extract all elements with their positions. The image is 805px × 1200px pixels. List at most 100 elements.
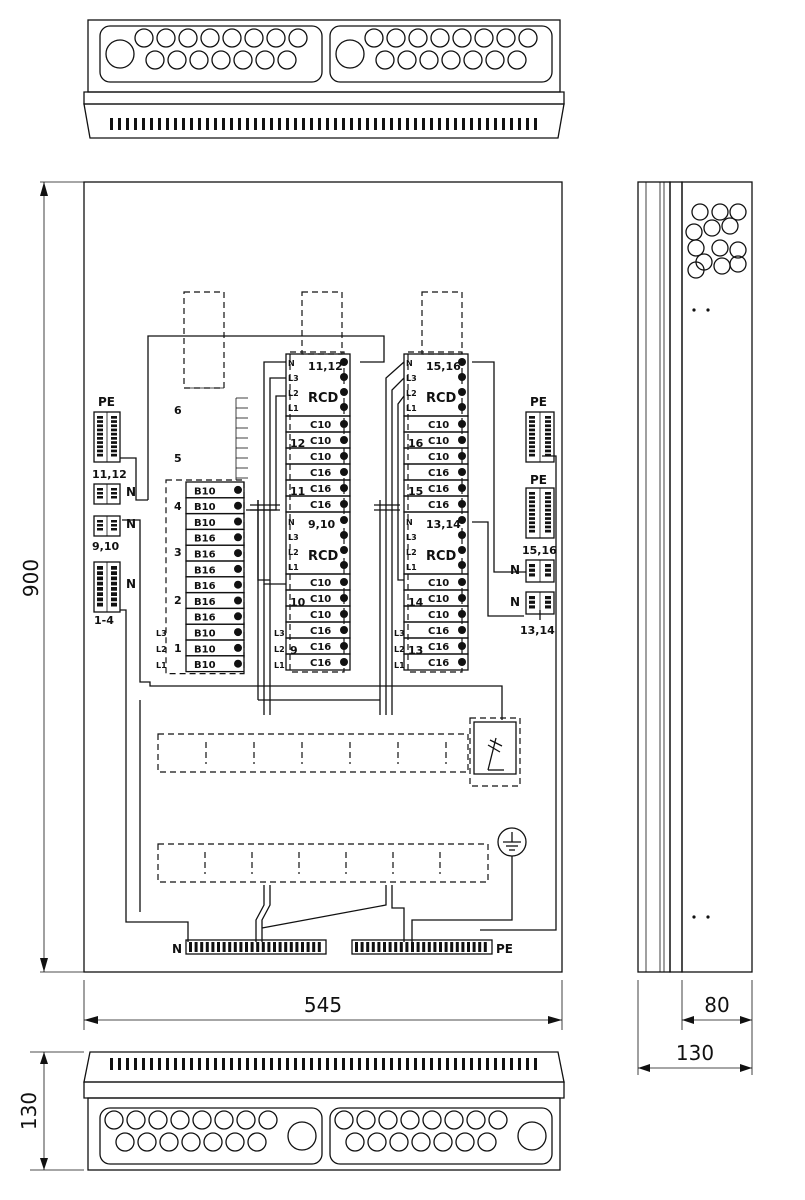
breaker-rating: B16 <box>194 581 216 592</box>
right-pe-label-1: PE <box>530 395 547 409</box>
vent-slot <box>262 118 265 130</box>
breaker-rating: C16 <box>428 626 449 637</box>
vent-slot <box>190 1058 193 1070</box>
vent-slot <box>470 118 473 130</box>
entry-hole <box>367 1132 387 1152</box>
side-entry-hole <box>729 241 747 259</box>
vent-slot <box>382 1058 385 1070</box>
breaker-rating: B10 <box>194 502 216 513</box>
breaker-rating: C10 <box>428 610 449 621</box>
vent-slot <box>334 118 337 130</box>
entry-hole <box>444 1110 464 1130</box>
entry-hole <box>441 50 461 70</box>
side-entry-hole <box>729 255 747 273</box>
earth-ground-icon <box>497 827 527 857</box>
side-entry-hole <box>711 239 729 257</box>
width-value: 545 <box>304 993 342 1017</box>
breaker-column-3: 15,16RCDC10C10C10C16C16C1613,14RCDC10C10… <box>403 351 469 673</box>
large-entry-hole <box>287 1121 317 1151</box>
entry-hole <box>364 28 384 48</box>
phase-label: L1 <box>406 404 417 413</box>
earth-busbar: PE <box>351 939 513 956</box>
breaker-rating: B10 <box>194 629 216 640</box>
vent-slot <box>126 118 129 130</box>
entry-hole <box>496 28 516 48</box>
bottom-gland-plate <box>87 1097 561 1171</box>
phase-labels: NL3L2L1NL3L2L1NL3L2L1NL3L2L1L3L2L1L3L2L1… <box>156 359 417 670</box>
vent-slot <box>254 1058 257 1070</box>
earth-bar-label: PE <box>496 942 513 956</box>
breaker-rating: C16 <box>310 658 331 669</box>
entry-hole <box>156 28 176 48</box>
vent-slot <box>142 118 145 130</box>
phase-label: L2 <box>274 645 285 654</box>
vent-slot <box>350 1058 353 1070</box>
circuit-number: 1 <box>174 642 182 655</box>
vent-slot <box>342 1058 345 1070</box>
breaker-rating: C16 <box>310 642 331 653</box>
entry-hole <box>397 50 417 70</box>
vent-slot <box>230 1058 233 1070</box>
vent-slot <box>302 1058 305 1070</box>
vent-slot <box>270 118 273 130</box>
vent-slot <box>326 118 329 130</box>
rcd-label: RCD <box>308 391 339 406</box>
vent-slot <box>158 1058 161 1070</box>
vent-slot <box>366 118 369 130</box>
entry-hole <box>408 28 428 48</box>
breaker-rating: C16 <box>310 626 331 637</box>
vent-slot <box>286 1058 289 1070</box>
phase-label: L1 <box>288 404 299 413</box>
vent-slot <box>158 118 161 130</box>
vent-slot <box>174 118 177 130</box>
entry-hole <box>211 50 231 70</box>
vent-slot <box>470 1058 473 1070</box>
entry-hole <box>159 1132 179 1152</box>
vent-slot <box>366 1058 369 1070</box>
bottom-view: 130 <box>17 1051 565 1171</box>
vent-slot <box>222 1058 225 1070</box>
main-switch-body <box>473 721 517 775</box>
neutral-bar-label: N <box>172 942 182 956</box>
entry-hole <box>378 1110 398 1130</box>
entry-hole <box>386 28 406 48</box>
entry-hole <box>411 1132 431 1152</box>
top-right-cable-entry <box>329 25 553 83</box>
phase-label: L2 <box>394 645 405 654</box>
circuit-number: 9 <box>290 644 298 657</box>
right-terminal-label-13-14: 13,14 <box>520 624 555 637</box>
right-n-label-1: N <box>510 563 520 577</box>
bottom-left-cable-entry <box>99 1107 323 1165</box>
entry-hole <box>167 50 187 70</box>
phase-label: L1 <box>406 563 417 572</box>
circuit-number: 4 <box>174 500 182 513</box>
vent-slot <box>134 118 137 130</box>
breaker-rating: C16 <box>428 658 449 669</box>
vent-slot <box>198 1058 201 1070</box>
vent-slot <box>430 118 433 130</box>
circuit-number: 5 <box>174 452 182 465</box>
spare-rail-lower <box>157 843 489 883</box>
side-entry-hole <box>713 257 731 275</box>
vent-slot <box>406 118 409 130</box>
circuit-number: 14 <box>408 596 424 609</box>
height-value: 900 <box>19 559 43 597</box>
left-terminal-11-12 <box>93 483 121 505</box>
rcd-circuit-label: 9,10 <box>308 518 335 531</box>
entry-hole <box>181 1132 201 1152</box>
vent-slot <box>214 1058 217 1070</box>
circuit-number: 6 <box>174 404 182 417</box>
side-entry-hole <box>703 219 721 237</box>
breaker-rating: C16 <box>428 468 449 479</box>
bottom-vent-profile <box>83 1051 565 1083</box>
vent-slot <box>438 1058 441 1070</box>
entry-hole <box>400 1110 420 1130</box>
entry-hole <box>192 1110 212 1130</box>
right-n-label-2: N <box>510 595 520 609</box>
entry-hole <box>288 28 308 48</box>
entry-hole <box>430 28 450 48</box>
bottom-vent-slots <box>110 1058 537 1070</box>
vent-slot <box>358 118 361 130</box>
front-panel-outline <box>83 181 563 973</box>
breaker-rating: C10 <box>310 610 331 621</box>
